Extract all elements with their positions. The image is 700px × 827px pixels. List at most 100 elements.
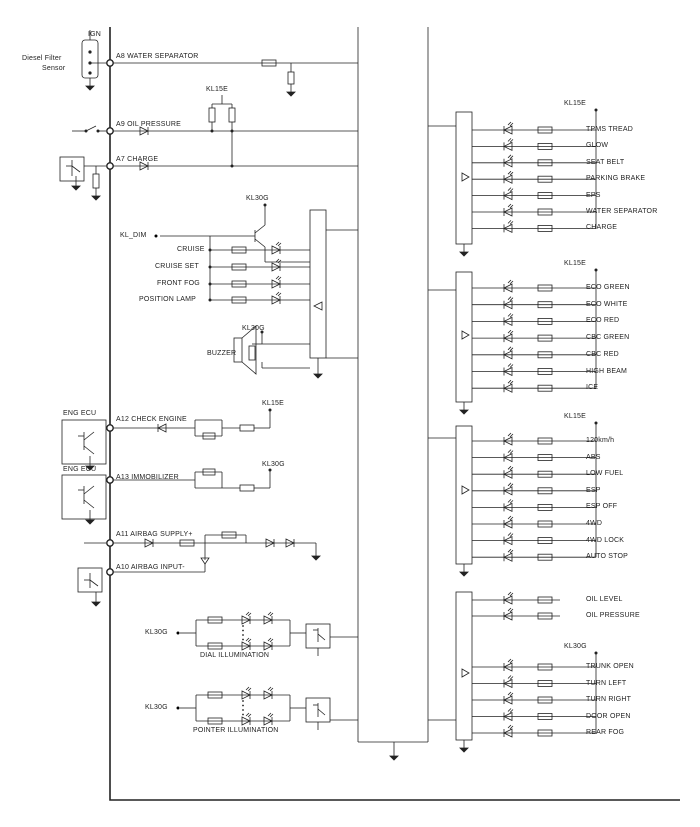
position-lamp-label: POSITION LAMP bbox=[139, 296, 197, 303]
diesel-filter-sensor-label: Diesel Filter bbox=[22, 55, 62, 62]
kl30g-a13-label: KL30G bbox=[262, 461, 285, 468]
led-icon bbox=[503, 548, 514, 562]
indicator-label: GLOW bbox=[586, 142, 609, 150]
a13-connector-pin bbox=[106, 476, 114, 484]
led-icon bbox=[263, 611, 274, 625]
led-icon bbox=[271, 241, 282, 255]
kl15e-a12-label: KL15E bbox=[262, 400, 285, 407]
cruise-label: CRUISE bbox=[177, 246, 205, 253]
a12-connector-pin bbox=[106, 424, 114, 432]
led-icon bbox=[503, 296, 514, 310]
indicator-label: SEAT BELT bbox=[586, 158, 625, 166]
lamp-row bbox=[208, 241, 310, 255]
led-icon bbox=[503, 607, 514, 621]
resistor bbox=[537, 553, 553, 561]
buzzer-coil bbox=[233, 337, 243, 363]
indicator-label: 4WD LOCK bbox=[586, 536, 625, 544]
resistor bbox=[537, 520, 553, 528]
eng-ecu-2-module bbox=[61, 474, 107, 520]
led-icon bbox=[503, 691, 514, 705]
left-lamp-rows bbox=[208, 236, 310, 305]
pointer-illumination-label: POINTER ILLUMINATION bbox=[193, 727, 279, 734]
continuation-dot bbox=[242, 704, 244, 707]
indicator-row bbox=[472, 329, 596, 343]
led-icon bbox=[503, 708, 514, 722]
led-icon bbox=[503, 220, 514, 234]
resistor bbox=[537, 437, 553, 445]
led-icon bbox=[241, 686, 252, 700]
resistor bbox=[537, 612, 553, 620]
led-icon bbox=[503, 203, 514, 217]
resistor bbox=[537, 713, 553, 720]
resistor bbox=[231, 263, 247, 271]
led-icon bbox=[263, 712, 274, 726]
buzzer-label: BUZZER bbox=[207, 350, 237, 357]
supply-node bbox=[594, 108, 598, 112]
resistor bbox=[537, 696, 553, 704]
indicator-label: TRUNK OPEN bbox=[586, 663, 634, 670]
led-icon bbox=[503, 658, 514, 672]
continuation-dot bbox=[242, 634, 244, 636]
indicator-row bbox=[472, 499, 596, 513]
led-icon bbox=[503, 170, 514, 184]
lamp-row bbox=[208, 291, 310, 305]
a7-connector-pin bbox=[106, 162, 114, 170]
a11-airbag-supply-label: A11 AIRBAG SUPPLY+ bbox=[116, 531, 193, 538]
led-icon bbox=[241, 637, 252, 651]
led-icon bbox=[503, 482, 514, 496]
diesel-filter-sensor-label-2: Sensor bbox=[42, 65, 66, 72]
indicator-row bbox=[472, 346, 596, 360]
indicator-row bbox=[472, 203, 596, 217]
resistor bbox=[537, 192, 553, 200]
indicator-label: ESP bbox=[586, 486, 601, 494]
indicator-label: ECO WHITE bbox=[586, 300, 628, 308]
indicator-row bbox=[472, 170, 596, 184]
led-icon bbox=[503, 675, 514, 689]
indicator-row bbox=[472, 465, 596, 479]
indicator-label: WATER SEPARATOR bbox=[586, 208, 658, 215]
led-icon bbox=[503, 154, 514, 168]
kl30g-dial-label: KL30G bbox=[145, 629, 168, 636]
dimmer-lamp-driver bbox=[309, 209, 327, 359]
continuation-dot bbox=[242, 713, 244, 716]
indicator-label: OIL PRESSURE bbox=[586, 612, 640, 619]
resistor bbox=[537, 351, 553, 359]
led-icon bbox=[503, 187, 514, 201]
cluster-boundary bbox=[109, 27, 680, 801]
indicator-label: DOOR OPEN bbox=[586, 712, 631, 720]
a9-oil-pressure-label: A9 OIL PRESSURE bbox=[116, 121, 181, 128]
indicator-label: TURN LEFT bbox=[586, 679, 627, 687]
indicator-label: ECO GREEN bbox=[586, 284, 630, 291]
indicator-row bbox=[472, 708, 596, 722]
resistor bbox=[537, 208, 553, 216]
indicator-row bbox=[472, 515, 596, 529]
indicator-label: TURN RIGHT bbox=[586, 696, 632, 703]
resistor bbox=[537, 317, 553, 325]
resistor bbox=[537, 729, 553, 737]
indicator-label: ABS bbox=[586, 453, 601, 461]
resistor bbox=[261, 59, 277, 67]
indicator-row bbox=[472, 296, 596, 310]
supply-node bbox=[594, 421, 598, 425]
led-icon bbox=[241, 712, 252, 726]
resistor bbox=[537, 224, 553, 232]
led-icon bbox=[503, 515, 514, 529]
kl30g-buzzer-label: KL30G bbox=[242, 325, 265, 332]
led-icon bbox=[271, 275, 282, 289]
indicator-row bbox=[472, 724, 596, 738]
a10-connector-pin bbox=[106, 568, 114, 576]
led-icon bbox=[503, 329, 514, 343]
led-icon bbox=[503, 121, 514, 135]
indicator-row bbox=[472, 548, 596, 562]
a13-immobilizer-label: A13 IMMOBILIZER bbox=[116, 474, 179, 481]
ign-label: IGN bbox=[88, 31, 102, 38]
indicator-label: EPS bbox=[586, 191, 601, 199]
kl30g-pointer-label: KL30G bbox=[145, 704, 168, 711]
resistor bbox=[537, 470, 553, 478]
indicator-row bbox=[472, 313, 596, 327]
indicator-row bbox=[472, 691, 596, 705]
resistor bbox=[537, 680, 553, 687]
a8-water-separator-label: A8 WATER SEPARATOR bbox=[116, 53, 199, 60]
resistor bbox=[231, 280, 247, 288]
indicator-row bbox=[472, 187, 596, 201]
